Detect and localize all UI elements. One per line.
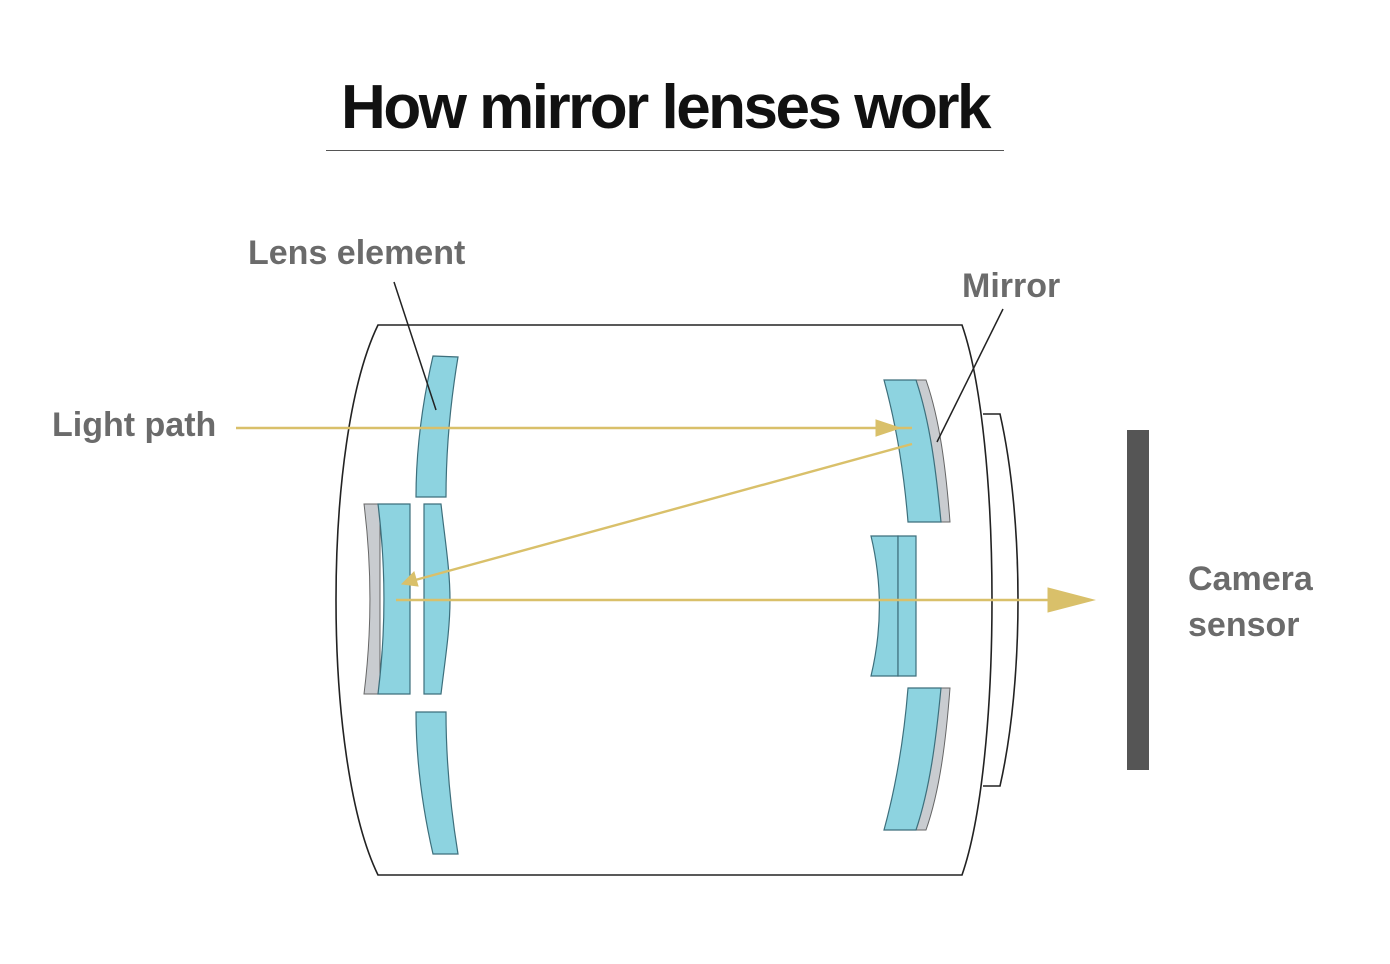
primary-mirror-top-glass	[883, 379, 942, 523]
lens-element-leader-line	[393, 281, 437, 411]
lens-element-label: Lens element	[248, 234, 466, 272]
mirror-leader-line	[936, 308, 1004, 443]
front-lens-element-bottom	[415, 711, 459, 855]
front-lens-element-top	[415, 355, 459, 498]
front-lens-top-glass	[415, 355, 459, 498]
primary-mirror-bottom-glass	[883, 687, 942, 831]
rear-lens-front	[870, 535, 899, 677]
primary-mirror-bottom	[883, 687, 951, 831]
reflected-ray	[407, 442, 913, 584]
camera-sensor-label-line2: sensor	[1188, 606, 1300, 644]
camera-sensor-label-line1: Camera	[1188, 560, 1313, 598]
rear-lens-group	[870, 535, 917, 677]
front-lens-bottom-glass	[415, 711, 459, 855]
camera-sensor	[1127, 430, 1149, 770]
camera-sensor-label: Camera sensor	[1188, 556, 1313, 648]
incoming-ray-arrowhead	[875, 419, 902, 437]
rear-lens-back	[897, 535, 917, 677]
mirror-label: Mirror	[962, 267, 1061, 305]
reflected-ray-arrowhead	[400, 571, 419, 587]
focused-ray-arrowhead	[1047, 587, 1096, 613]
secondary-mirror-glass	[377, 503, 411, 695]
diagram-title: How mirror lenses work	[341, 73, 991, 142]
title-underline	[326, 150, 1004, 151]
light-path-rays	[236, 419, 1096, 613]
secondary-mirror-coating	[363, 503, 381, 695]
light-path-label: Light path	[52, 406, 217, 444]
primary-mirror-top	[883, 379, 951, 523]
